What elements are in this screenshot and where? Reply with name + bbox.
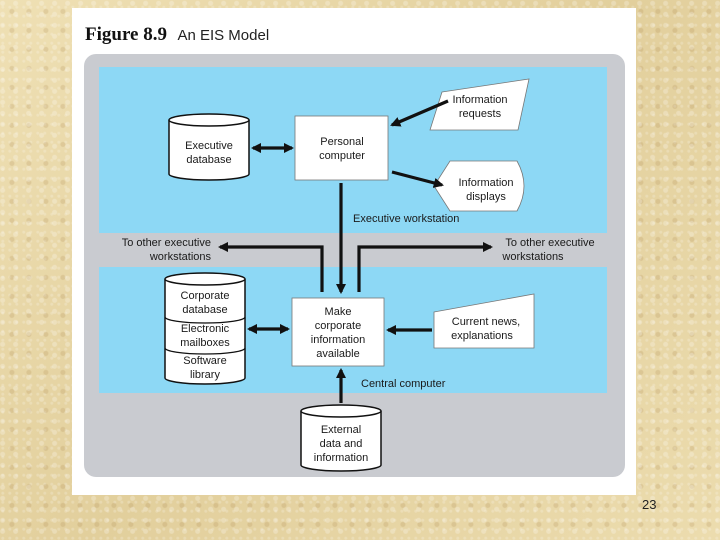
- figure-title: Figure 8.9 An EIS Model: [85, 24, 269, 46]
- personal-computer-box: [294, 115, 389, 181]
- arrow-to-left-workstations: [217, 241, 324, 292]
- make-available-line-2: corporate: [315, 320, 361, 332]
- make-available-line-3: information: [311, 334, 365, 346]
- external-line-1: External: [321, 424, 361, 436]
- figure-caption: An EIS Model: [177, 27, 270, 44]
- external-line-2: data and: [320, 438, 363, 450]
- figure-page: Figure 8.9 An EIS Model Executive databa…: [72, 8, 636, 495]
- executive-database-line-2: database: [186, 154, 231, 166]
- external-line-3: information: [314, 452, 368, 464]
- make-available-line-1: Make: [325, 306, 352, 318]
- make-available-line-4: available: [316, 348, 359, 360]
- personal-computer-line-1: Personal: [320, 136, 363, 148]
- information-requests-shape: [429, 78, 530, 131]
- corporate-storage-cylinder: Corporate database Electronic mailboxes …: [164, 272, 246, 385]
- figure-number: Figure 8.9: [85, 24, 167, 45]
- executive-workstation-label: Executive workstation: [353, 213, 459, 225]
- right-link-line-1: To other executive: [505, 237, 594, 249]
- left-link-line-1: To other executive: [122, 237, 211, 249]
- current-news-shape: [433, 293, 535, 349]
- arrow-requests-to-pc: [390, 99, 449, 127]
- software-library-line-1: Software: [183, 355, 226, 367]
- software-library-line-2: library: [190, 369, 220, 381]
- information-requests-line-1: Information: [452, 94, 507, 106]
- information-requests-line-2: requests: [459, 108, 502, 120]
- make-information-available-box: [291, 297, 385, 367]
- current-news-line-2: explanations: [451, 330, 513, 342]
- central-computer-label: Central computer: [361, 378, 446, 390]
- personal-computer-line-2: computer: [319, 150, 365, 162]
- executive-database-line-1: Executive: [185, 140, 233, 152]
- executive-database-cylinder: Executive database: [168, 113, 250, 181]
- information-displays-line-1: Information: [458, 177, 513, 189]
- corporate-database-line-2: database: [182, 304, 227, 316]
- slide-number: 23: [642, 497, 657, 512]
- current-news-line-1: Current news,: [452, 316, 520, 328]
- external-data-cylinder: External data and information: [300, 404, 382, 472]
- right-link-line-2: workstations: [501, 251, 564, 263]
- eis-model-diagram: Executive database Personal computer Inf…: [84, 54, 625, 477]
- information-displays-shape: [433, 160, 525, 212]
- corporate-database-line-1: Corporate: [181, 290, 230, 302]
- arrow-pc-to-displays: [391, 170, 444, 188]
- left-link-line-2: workstations: [149, 251, 212, 263]
- arrow-to-right-workstations: [357, 241, 494, 292]
- electronic-mailboxes-line-2: mailboxes: [180, 337, 230, 349]
- information-displays-line-2: displays: [466, 191, 506, 203]
- electronic-mailboxes-line-1: Electronic: [181, 323, 230, 335]
